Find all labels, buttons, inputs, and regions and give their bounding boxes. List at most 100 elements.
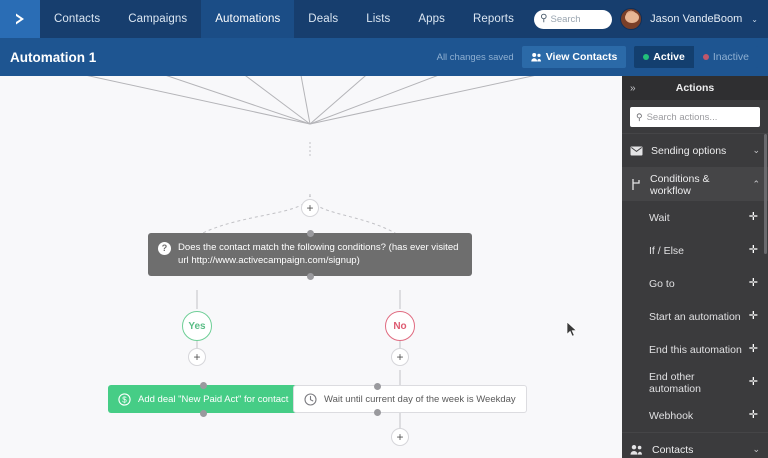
sidebar-item-go-to[interactable]: Go to ✛	[622, 267, 768, 300]
sidebar-item-label: If / Else	[649, 244, 685, 257]
search-actions-placeholder: Search actions...	[646, 111, 718, 123]
add-step-plus-button-no[interactable]: +	[391, 348, 409, 366]
active-inactive-toggle: Active Inactive	[634, 46, 758, 68]
sub-header-actions: All changes saved View Contacts Active I…	[437, 46, 758, 68]
sidebar-group-sending-options[interactable]: Sending options ⌄	[622, 133, 768, 167]
sidebar-item-end-other-automation[interactable]: End other automation ✛	[622, 366, 768, 399]
nav-item-reports[interactable]: Reports	[459, 0, 528, 38]
inactive-toggle-button[interactable]: Inactive	[693, 46, 758, 68]
move-handle-icon[interactable]: ✛	[748, 211, 758, 223]
move-handle-icon[interactable]: ✛	[748, 310, 758, 322]
automation-canvas[interactable]: + ? Does the contact match the following…	[0, 76, 622, 458]
plus-icon: +	[193, 350, 201, 364]
sidebar-item-if-else[interactable]: If / Else ✛	[622, 234, 768, 267]
sidebar-item-label: End this automation	[649, 343, 742, 356]
node-port-bottom-icon	[306, 272, 314, 280]
nav-right-cluster: ⚲ Search Jason VandeBoom ⌄	[534, 0, 768, 38]
nav-item-campaigns[interactable]: Campaigns	[114, 0, 201, 38]
envelope-icon	[630, 146, 643, 155]
top-navigation-bar: Contacts Campaigns Automations Deals Lis…	[0, 0, 768, 38]
sidebar-item-label: Go to	[649, 277, 675, 290]
double-chevron-right-icon[interactable]: »	[630, 82, 636, 94]
people-icon	[630, 445, 642, 455]
global-search-input[interactable]: ⚲ Search	[534, 9, 613, 29]
add-deal-node-text: Add deal "New Paid Act" for contact	[138, 393, 289, 405]
clock-icon	[304, 392, 317, 406]
automation-sub-header: Automation 1 All changes saved View Cont…	[0, 38, 768, 76]
search-placeholder: Search	[550, 13, 581, 25]
plus-icon: +	[306, 201, 314, 215]
sidebar-item-end-this-automation[interactable]: End this automation ✛	[622, 333, 768, 366]
nav-label: Lists	[366, 13, 391, 25]
page-title[interactable]: Automation 1	[10, 49, 97, 65]
node-port-top-icon	[373, 382, 381, 390]
nav-item-deals[interactable]: Deals	[294, 0, 352, 38]
nav-item-contacts[interactable]: Contacts	[40, 0, 114, 38]
branch-yes-label: Yes	[188, 320, 206, 332]
active-label: Active	[653, 51, 685, 63]
move-handle-icon[interactable]: ✛	[748, 343, 758, 355]
activecampaign-chevron-logo-icon	[16, 13, 24, 25]
status-dot-inactive-icon	[702, 54, 709, 60]
sidebar-group-label: Conditions & workflow	[650, 172, 710, 197]
move-handle-icon[interactable]: ✛	[748, 277, 758, 289]
condition-node[interactable]: ? Does the contact match the following c…	[148, 229, 472, 280]
save-status-text: All changes saved	[436, 51, 514, 63]
nav-item-lists[interactable]: Lists	[352, 0, 404, 38]
search-icon: ⚲	[636, 111, 643, 122]
branch-yes-node[interactable]: Yes	[182, 311, 212, 341]
sidebar-item-wait[interactable]: Wait ✛	[622, 201, 768, 234]
move-handle-icon[interactable]: ✛	[748, 244, 758, 256]
node-port-bottom-icon	[199, 409, 207, 417]
view-contacts-label: View Contacts	[545, 51, 618, 63]
user-name-label[interactable]: Jason VandeBoom	[650, 13, 743, 25]
view-contacts-button[interactable]: View Contacts	[521, 46, 627, 68]
chevron-down-icon[interactable]: ⌄	[751, 14, 758, 24]
plus-icon: +	[396, 350, 404, 364]
sidebar-group-contacts[interactable]: Contacts ⌄	[622, 432, 768, 458]
sidebar-item-label: Wait	[649, 211, 670, 224]
add-step-plus-button-yes[interactable]: +	[188, 348, 206, 366]
chevron-up-icon: ⌃	[752, 179, 760, 189]
nav-label: Apps	[418, 13, 445, 25]
move-handle-icon[interactable]: ✛	[748, 409, 758, 421]
node-port-bottom-icon	[373, 408, 381, 416]
sidebar-item-label: Start an automation	[649, 310, 741, 323]
search-actions-input[interactable]: ⚲ Search actions...	[630, 107, 760, 127]
actions-sidebar-header: » Actions	[622, 76, 768, 100]
move-handle-icon[interactable]: ✛	[748, 376, 758, 388]
branch-fork-icon	[632, 179, 640, 190]
avatar[interactable]	[620, 8, 643, 30]
wait-action-node[interactable]: Wait until current day of the week is We…	[293, 382, 527, 416]
chevron-down-icon: ⌄	[752, 145, 760, 155]
nav-label: Contacts	[54, 13, 101, 25]
node-port-top-icon	[199, 381, 207, 389]
node-port-top-icon	[306, 229, 314, 237]
plus-icon: +	[396, 430, 404, 444]
chevron-down-icon: ⌄	[752, 444, 760, 454]
branch-no-label: No	[393, 320, 407, 332]
nav-label: Deals	[308, 13, 339, 25]
search-icon: ⚲	[540, 13, 548, 24]
question-mark-icon: ?	[158, 242, 171, 255]
branch-no-node[interactable]: No	[385, 311, 415, 341]
sidebar-item-label: Webhook	[649, 409, 694, 422]
sidebar-scrollbar[interactable]	[764, 134, 767, 254]
wait-node-text: Wait until current day of the week is We…	[324, 393, 516, 405]
inactive-label: Inactive	[712, 51, 749, 63]
nav-items: Contacts Campaigns Automations Deals Lis…	[40, 0, 528, 38]
sidebar-group-conditions-workflow[interactable]: Conditions & workflow ⌃	[622, 167, 768, 201]
dollar-circle-icon: $	[118, 392, 131, 406]
nav-item-automations[interactable]: Automations	[201, 0, 295, 38]
nav-label: Campaigns	[128, 13, 188, 25]
add-step-plus-button-top[interactable]: +	[301, 199, 319, 217]
sidebar-item-webhook[interactable]: Webhook ✛	[622, 399, 768, 432]
actions-sidebar: » Actions ⚲ Search actions... Sending op…	[622, 76, 768, 458]
sidebar-group-label: Contacts	[652, 443, 694, 456]
add-deal-action-node[interactable]: $ Add deal "New Paid Act" for contact	[108, 381, 299, 417]
sidebar-item-start-an-automation[interactable]: Start an automation ✛	[622, 300, 768, 333]
add-step-plus-button-wait[interactable]: +	[391, 428, 409, 446]
active-toggle-button[interactable]: Active	[634, 46, 694, 68]
nav-item-apps[interactable]: Apps	[404, 0, 459, 38]
app-logo[interactable]	[0, 0, 40, 38]
